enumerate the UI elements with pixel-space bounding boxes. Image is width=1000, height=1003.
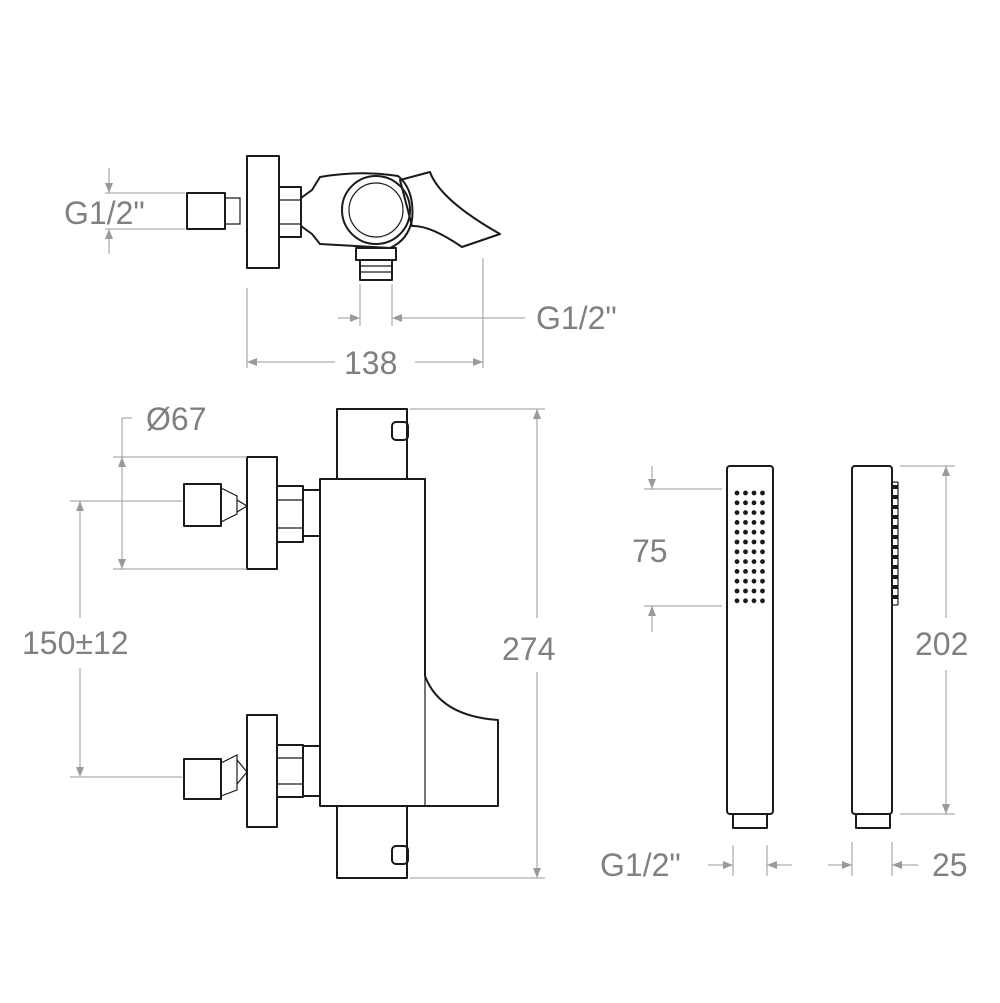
handshower-length-dimension: 202 [900, 465, 968, 815]
side-nozzle [892, 585, 898, 589]
spray-nozzle [760, 490, 765, 496]
spray-nozzles [734, 490, 765, 604]
handshower-front: 75 G1/2" [600, 465, 792, 883]
spray-nozzle [751, 490, 757, 496]
spray-nozzle [743, 598, 748, 604]
spray-nozzle [734, 598, 740, 604]
handshower-thread-dimension: G1/2" [600, 845, 792, 883]
spray-nozzle [734, 490, 740, 496]
side-nozzle [892, 515, 898, 519]
spray-face-height-dimension: 75 [632, 466, 722, 632]
top-view: G1/2" G1/2" 138 [64, 155, 617, 381]
side-nozzle [892, 495, 898, 499]
side-nozzle [892, 525, 898, 529]
side-nozzle [892, 575, 898, 579]
handshower-length-label: 202 [915, 626, 968, 662]
spray-nozzle [743, 549, 748, 555]
top-outlet-thread-dimension: G1/2" [338, 284, 617, 336]
spray-nozzle [743, 510, 748, 515]
front-view-lower-inlet [183, 714, 321, 828]
spray-nozzle [760, 598, 765, 604]
side-nozzle [892, 535, 898, 539]
spray-nozzle [760, 520, 765, 525]
top-view-outlet-connector [355, 247, 397, 281]
front-view-upper-cartridge [336, 408, 409, 480]
front-view-lower-cartridge [336, 805, 409, 879]
handshower-side: 202 25 [828, 465, 968, 883]
spray-nozzle [734, 510, 740, 515]
spray-nozzle [751, 520, 757, 525]
top-length-label: 138 [344, 345, 397, 381]
spray-nozzle [760, 588, 765, 594]
side-nozzle [892, 565, 898, 569]
spray-nozzle [734, 500, 740, 506]
spray-nozzle [760, 549, 765, 555]
side-nozzle [892, 505, 898, 509]
spray-nozzle [751, 598, 757, 604]
spray-face-height-label: 75 [632, 533, 668, 569]
top-inlet-thread-label: G1/2" [64, 195, 145, 231]
front-view-upper-inlet [183, 456, 321, 570]
spray-nozzle [751, 500, 757, 506]
spray-nozzle [751, 539, 757, 545]
top-view-lever-handle [399, 171, 501, 248]
flange-diameter-dimension: Ø67 [113, 401, 247, 570]
side-nozzle-strip [892, 485, 898, 599]
spray-nozzle [743, 539, 748, 545]
top-view-mixer-body [300, 172, 414, 249]
handshower-width-label: 25 [932, 847, 968, 883]
spray-nozzle [760, 510, 765, 515]
spray-nozzle [760, 559, 765, 564]
spray-nozzle [760, 578, 765, 584]
spray-nozzle [734, 539, 740, 545]
spray-nozzle [751, 510, 757, 515]
top-outlet-thread-label: G1/2" [536, 300, 617, 336]
spray-nozzle [743, 588, 748, 594]
spray-nozzle [734, 549, 740, 555]
top-inlet-thread-dimension: G1/2" [64, 168, 185, 254]
spray-nozzle [751, 569, 757, 574]
spray-nozzle [743, 529, 748, 535]
spray-nozzle [734, 569, 740, 574]
side-nozzle [892, 555, 898, 559]
inlet-spacing-dimension: 150±12 [22, 500, 182, 778]
handshower-thread-label: G1/2" [600, 847, 681, 883]
spray-nozzle [734, 559, 740, 564]
spray-nozzle [734, 529, 740, 535]
body-height-label: 274 [502, 631, 555, 667]
top-view-wall-flange [246, 155, 280, 269]
spray-nozzle [760, 500, 765, 506]
side-nozzle [892, 545, 898, 549]
spray-nozzle [751, 529, 757, 535]
body-height-dimension: 274 [410, 408, 555, 879]
handshower-width-dimension: 25 [828, 842, 968, 883]
top-length-dimension: 138 [246, 258, 484, 381]
side-nozzle [892, 595, 898, 599]
spray-nozzle [751, 559, 757, 564]
top-view-eccentric-fitting [186, 192, 241, 230]
spray-nozzle [751, 588, 757, 594]
flange-diameter-label: Ø67 [146, 401, 206, 437]
spray-nozzle [743, 500, 748, 506]
inlet-spacing-label: 150±12 [22, 625, 129, 661]
spray-nozzle [734, 588, 740, 594]
spray-nozzle [743, 559, 748, 564]
spray-nozzle [743, 520, 748, 525]
spray-nozzle [743, 490, 748, 496]
spray-nozzle [760, 539, 765, 545]
spray-nozzle [760, 569, 765, 574]
spray-nozzle [751, 549, 757, 555]
front-view-mixer-body [319, 478, 499, 807]
side-nozzle [892, 485, 898, 489]
front-view: Ø67 150±12 274 [22, 401, 555, 879]
spray-nozzle [743, 569, 748, 574]
spray-nozzle [760, 529, 765, 535]
spray-nozzle [743, 578, 748, 584]
spray-nozzle [734, 578, 740, 584]
top-view-hex-nut [278, 186, 302, 238]
spray-nozzle [734, 520, 740, 525]
spray-nozzle [751, 578, 757, 584]
